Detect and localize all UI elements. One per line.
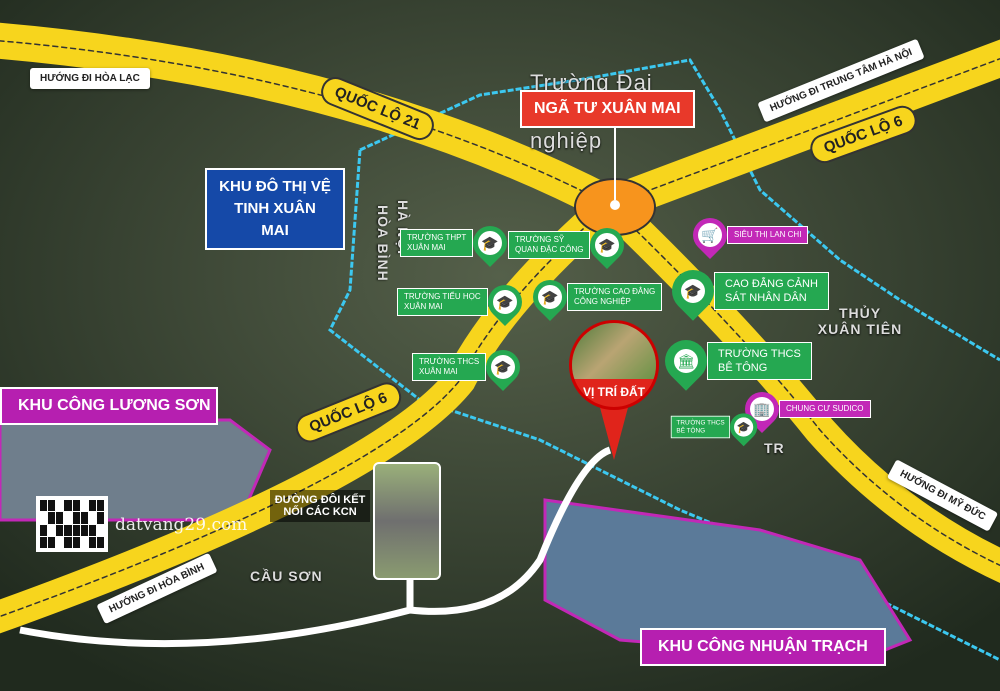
graduation-cap-icon: 🎓 (479, 342, 528, 392)
poi-sieu-thi-lan-chi[interactable]: 🛒SIÊU THỊ LAN CHI (685, 210, 809, 260)
poi-tieu-hoc-xuan-mai[interactable]: TRƯỜNG TIỂU HỌC XUÂN MAI🎓 (397, 277, 529, 327)
direction-hoa-lac: HƯỚNG ĐI HÒA LẠC (30, 68, 150, 89)
poi-si-quan-dac-cong[interactable]: TRƯỜNG SỸ QUAN ĐẶC CÔNG🎓 (508, 220, 632, 270)
poi-thcs-be-tong-small[interactable]: TRƯỜNG THCS BÊ TÔNG🎓 (670, 407, 764, 447)
place-nghiep: nghiệp (530, 128, 603, 153)
kcn-nhuan-trach-title: KHU CÔNG NHUẬN TRẠCH (640, 628, 886, 666)
site-pointer (598, 400, 630, 460)
poi-thpt-xuan-mai[interactable]: TRƯỜNG THPT XUÂN MAI🎓 (400, 218, 515, 268)
qr-code[interactable] (36, 496, 108, 552)
graduation-cap-icon: 🎓 (480, 277, 529, 327)
poi-thcs-xuan-mai[interactable]: TRƯỜNG THCS XUÂN MAI🎓 (412, 342, 528, 392)
place-thuy-xuan-tien: THỦY XUÂN TIÊN (817, 305, 903, 337)
nga-tu-xuan-mai-title: NGÃ TƯ XUÂN MAI (520, 90, 695, 128)
shopping-cart-icon: 🛒 (685, 210, 735, 260)
graduation-cap-icon: 🎓 (525, 272, 575, 322)
poi-cao-dang-cong-nghiep[interactable]: 🎓TRƯỜNG CAO ĐẲNG CÔNG NGHIỆP (525, 272, 663, 322)
place-hoa-binh: HÒA BÌNH (375, 205, 391, 282)
poi-chung-cu-sudico[interactable]: 🏢CHUNG CƯ SUDICO (737, 384, 871, 434)
graduation-cap-icon: 🎓 (583, 220, 632, 270)
place-tr: TR (764, 440, 785, 456)
duong-doi-photo (373, 462, 441, 580)
place-cau-son: CẦU SƠN (250, 568, 323, 584)
poi-thcs-be-tong[interactable]: 🏛TRƯỜNG THCS BÊ TÔNG (656, 331, 812, 391)
site-photo (572, 323, 656, 379)
poi-cao-dang-canh-sat[interactable]: 🎓CAO ĐẲNG CẢNH SÁT NHÂN DÂN (663, 261, 829, 321)
site-location-marker[interactable]: VỊ TRÍ ĐẤT (569, 320, 659, 410)
graduation-cap-icon: 🎓 (724, 407, 764, 447)
kcn-luong-son-title: KHU CÔNG LƯƠNG SƠN (0, 387, 218, 425)
duong-doi-label: ĐƯỜNG ĐÔI KẾT NỐI CÁC KCN (270, 490, 370, 522)
khu-do-thi-title: KHU ĐÔ THỊ VỆ TINH XUÂN MAI (205, 168, 345, 250)
watermark: datvang29.com (115, 515, 248, 535)
building-columns-icon: 🏛 (656, 331, 716, 391)
graduation-cap-icon: 🎓 (663, 261, 723, 321)
